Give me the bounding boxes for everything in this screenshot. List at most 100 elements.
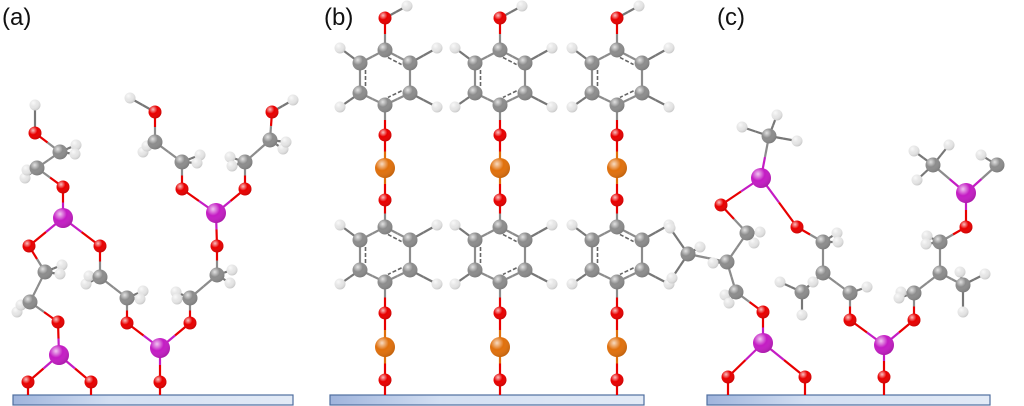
carbon-atom [609, 219, 625, 235]
hydrogen-atom [224, 151, 236, 163]
titanium-atom [490, 337, 510, 357]
atom-highlight [334, 42, 346, 54]
hydrogen-atom [566, 278, 578, 290]
oxygen-atom [183, 316, 197, 330]
atom-highlight [171, 293, 183, 305]
atom-highlight [182, 290, 198, 306]
atom-highlight [584, 232, 600, 248]
atom-highlight [739, 225, 755, 241]
atom-highlight [21, 375, 35, 389]
atom-highlight [134, 293, 146, 305]
hydrogen-atom [83, 270, 95, 282]
atom-highlight [280, 136, 292, 148]
atom-highlight [191, 157, 203, 169]
atom-highlight [120, 316, 134, 330]
atom-highlight [449, 101, 461, 113]
atom-highlight [492, 219, 508, 235]
hydrogen-atom [954, 266, 966, 278]
atom-highlight [610, 373, 624, 387]
atom-highlight [226, 160, 238, 172]
atom-highlight [70, 139, 82, 151]
carbon-atom [52, 144, 68, 160]
hydrogen-atom [566, 101, 578, 113]
carbon-atom [634, 55, 650, 71]
carbon-atom [609, 274, 625, 290]
carbon-atom [584, 55, 600, 71]
oxygen-atom [238, 182, 252, 196]
atom-highlight [493, 306, 507, 320]
atom-highlight [584, 85, 600, 101]
hydrogen-atom [796, 309, 808, 321]
atom-highlight [377, 97, 393, 113]
hydrogen-atom [911, 174, 923, 186]
atom-highlight [920, 238, 932, 250]
oxygen-atom [378, 128, 392, 142]
hydrogen-atom [334, 278, 346, 290]
carbon-atom [584, 85, 600, 101]
panel-label-b: (b) [324, 4, 354, 31]
aromatic-bond [619, 56, 634, 66]
atom-highlight [610, 306, 624, 320]
atom-highlight [375, 158, 395, 178]
atom-highlight [874, 335, 894, 355]
carbon-atom [467, 232, 483, 248]
atom-highlight [29, 99, 41, 111]
aromatic-bond [502, 56, 517, 66]
atom-highlight [375, 337, 395, 357]
hydrogen-atom [832, 236, 844, 248]
oxygen-atom [56, 180, 70, 194]
atom-highlight [490, 337, 510, 357]
hydrogen-atom [694, 241, 706, 253]
atom-highlight [633, 0, 645, 12]
aromatic-bond [502, 90, 517, 99]
atom-highlight [989, 157, 1005, 173]
hydrogen-atom [771, 109, 783, 121]
atom-highlight [728, 284, 744, 300]
carbon-atom [728, 284, 744, 300]
atom-highlight [663, 101, 675, 113]
atom-highlight [609, 97, 625, 113]
atom-highlight [174, 154, 190, 170]
atom-highlight [546, 42, 558, 54]
atom-highlight [861, 281, 873, 293]
carbon-atom [492, 97, 508, 113]
atom-highlight [175, 182, 189, 196]
carbon-atom [492, 219, 508, 235]
atom-highlight [832, 236, 844, 248]
hydrogen-atom [921, 230, 933, 242]
hydrogen-atom [736, 121, 748, 133]
hydrogen-atom [334, 42, 346, 54]
atom-highlight [224, 151, 236, 163]
atom-highlight [492, 97, 508, 113]
atom-highlight [774, 276, 786, 288]
hydrogen-atom [908, 145, 920, 157]
carbon-atom [352, 85, 368, 101]
aromatic-bond [619, 267, 634, 276]
carbon-atom [377, 42, 393, 58]
atom-highlight [925, 157, 941, 173]
atom-highlight [29, 160, 45, 176]
carbon-atom [467, 85, 483, 101]
hydrogen-atom [516, 0, 528, 12]
atom-highlight [493, 128, 507, 142]
carbon-atom [955, 277, 971, 293]
atom-highlight [798, 370, 812, 384]
hydrogen-atom [566, 42, 578, 54]
atom-highlight [634, 85, 650, 101]
oxygen-atom [798, 370, 812, 384]
aromatic-bond [387, 267, 402, 276]
atom-highlight [610, 128, 624, 142]
atom-highlight [566, 101, 578, 113]
atom-highlight [224, 277, 236, 289]
aromatic-bond [502, 267, 517, 276]
atom-highlight [815, 265, 831, 281]
atom-highlight [378, 128, 392, 142]
hydrogen-atom [893, 292, 905, 304]
atom-highlight [402, 85, 418, 101]
atom-highlight [51, 315, 65, 329]
atom-highlight [663, 42, 675, 54]
oxygen-atom [493, 306, 507, 320]
atom-highlight [402, 262, 418, 278]
atom-highlight [609, 219, 625, 235]
